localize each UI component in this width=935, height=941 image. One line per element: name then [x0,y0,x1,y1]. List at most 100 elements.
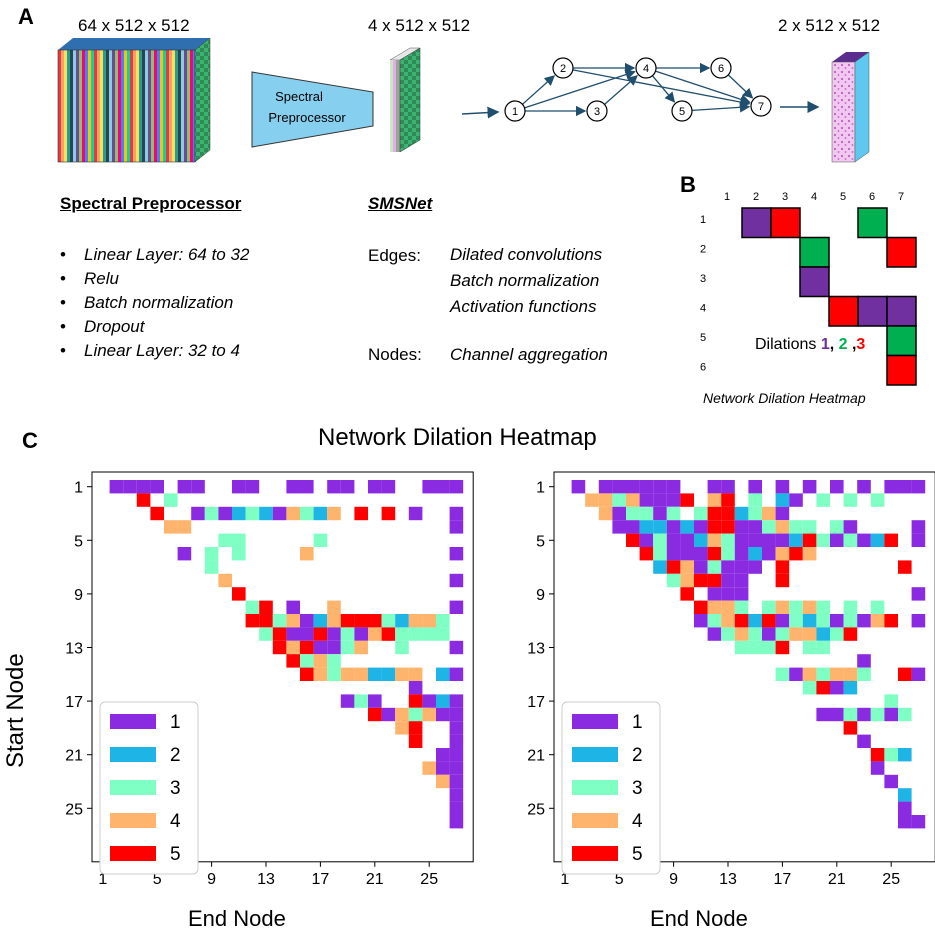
heatmap-cell [449,761,464,775]
nodes-key: Nodes: [368,345,422,364]
x-tick-label: 1 [98,871,107,888]
heatmap-cell [870,761,885,775]
stripe [61,50,64,162]
heatmap-cell [857,707,871,722]
heatmap-cell [789,547,803,561]
heatmap-cell [816,707,830,722]
heatmap-cell [734,627,749,641]
stripe [157,50,160,162]
matrix-row-header: 4 [700,303,706,315]
heatmap-cell [232,587,246,601]
matrix-cell [857,207,888,239]
heatmap-cell [354,667,368,681]
stripe [190,50,193,162]
y-tick-label: 9 [536,587,545,604]
y-tick-label: 21 [65,748,83,765]
heatmap-cell [408,694,423,708]
x-tick-label: 21 [828,871,846,888]
matrix-col-header: 7 [898,191,904,203]
stripe [58,50,61,162]
y-tick-label: 17 [527,694,545,711]
heatmap-cell [368,667,382,681]
nodes-value: Channel aggregation [450,345,608,364]
dag-node-label: 5 [679,106,685,118]
heatmap-cell [734,640,749,655]
heatmap-cell [748,506,762,521]
heatmap-cell [232,533,246,547]
x-axis-title-right: End Node [650,906,748,931]
heatmap-cell [843,533,858,547]
heatmap-cell [734,573,749,588]
heatmap-cell [245,506,260,521]
stripe [76,50,79,162]
heatmap-cell [911,587,926,601]
heatmap-cell [843,707,858,722]
heatmap-cell [259,614,273,628]
heatmap-cell [109,480,124,494]
heatmap-cell [857,614,871,628]
heatmap-cell [381,480,396,494]
legend-label: 3 [170,778,181,799]
heatmap-cell [789,533,803,547]
heatmap-cell [830,681,844,695]
heatmap-cell [327,640,341,655]
legend-swatch [110,846,156,861]
heatmap-cell [449,547,464,561]
heatmap-cell [327,506,341,521]
heatmap-cell [626,493,640,507]
heatmap-cell [789,493,803,507]
heatmap-cell [585,493,599,507]
heatmap-cell [272,627,287,641]
heatmap-cell [816,493,830,507]
stripe [184,50,187,162]
x-tick-label: 17 [774,871,792,888]
heatmap-cell [707,480,722,494]
y-tick-label: 1 [536,480,545,497]
heatmap-cell [286,600,300,614]
stripe [187,50,190,162]
heatmap-cell [259,627,273,641]
heatmap-cell [449,788,464,802]
dag-node [635,57,657,79]
stripe [160,50,163,162]
heatmap-cell [721,573,735,588]
heatmap-cell [368,694,382,708]
heatmap-cell [680,587,694,601]
legend-label: 5 [170,844,181,865]
heatmap-cell [830,667,844,681]
heatmap-cell [707,520,722,534]
heatmap-cell [870,493,885,507]
heatmap-cell [911,614,926,628]
heatmap-cell [408,627,423,641]
heatmap-cell [898,788,912,802]
stripe [145,50,148,162]
heatmap-cell [612,520,626,534]
matrix-row-header: 1 [700,214,706,226]
heatmap-cell [775,547,790,561]
stripe [82,50,85,162]
heatmap-cell [395,667,409,681]
heatmap-cell [775,533,790,547]
heatmap-cell [721,520,735,534]
heatmap-cell [748,493,762,507]
heatmap-cell [408,506,423,521]
stripe [112,50,115,162]
heatmap-cell [639,520,654,534]
heatmap-cell [177,480,192,494]
heatmap-cell [843,681,858,695]
heatmap-cell [789,614,803,628]
heatmap-cell [408,681,423,695]
list-item: •Linear Layer: 64 to 32 [60,245,250,264]
heatmap-cell [436,614,450,628]
heatmap-cell [300,506,314,521]
legend-label: 2 [170,745,181,766]
heatmap-cell [368,614,382,628]
input-dims-label: 64 x 512 x 512 [78,16,190,35]
heatmap-cell [721,587,735,601]
heatmap-cell [653,520,667,534]
heatmap-cell [232,480,246,494]
spectral-heading: Spectral Preprocessor [60,194,242,213]
heatmap-cell [639,547,654,561]
heatmap-cell [762,547,776,561]
heatmap-cell [408,721,423,735]
